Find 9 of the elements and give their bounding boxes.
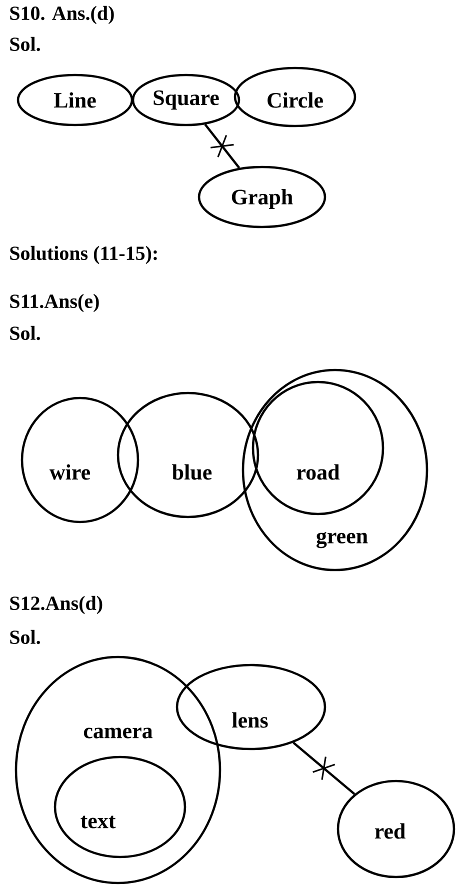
heading-text: Sol. xyxy=(10,326,40,340)
heading-text: S10. Ans.(d) xyxy=(10,6,114,24)
crossed-line xyxy=(204,124,240,169)
heading-text: S12.Ans(d) xyxy=(10,596,102,614)
heading-text: Solutions (11-15): xyxy=(10,246,157,264)
heading-text: Sol. xyxy=(10,630,40,644)
heading-text: S11.Ans(e) xyxy=(10,294,99,312)
crossed-line xyxy=(292,742,356,795)
heading-text: Sol. xyxy=(10,36,40,52)
